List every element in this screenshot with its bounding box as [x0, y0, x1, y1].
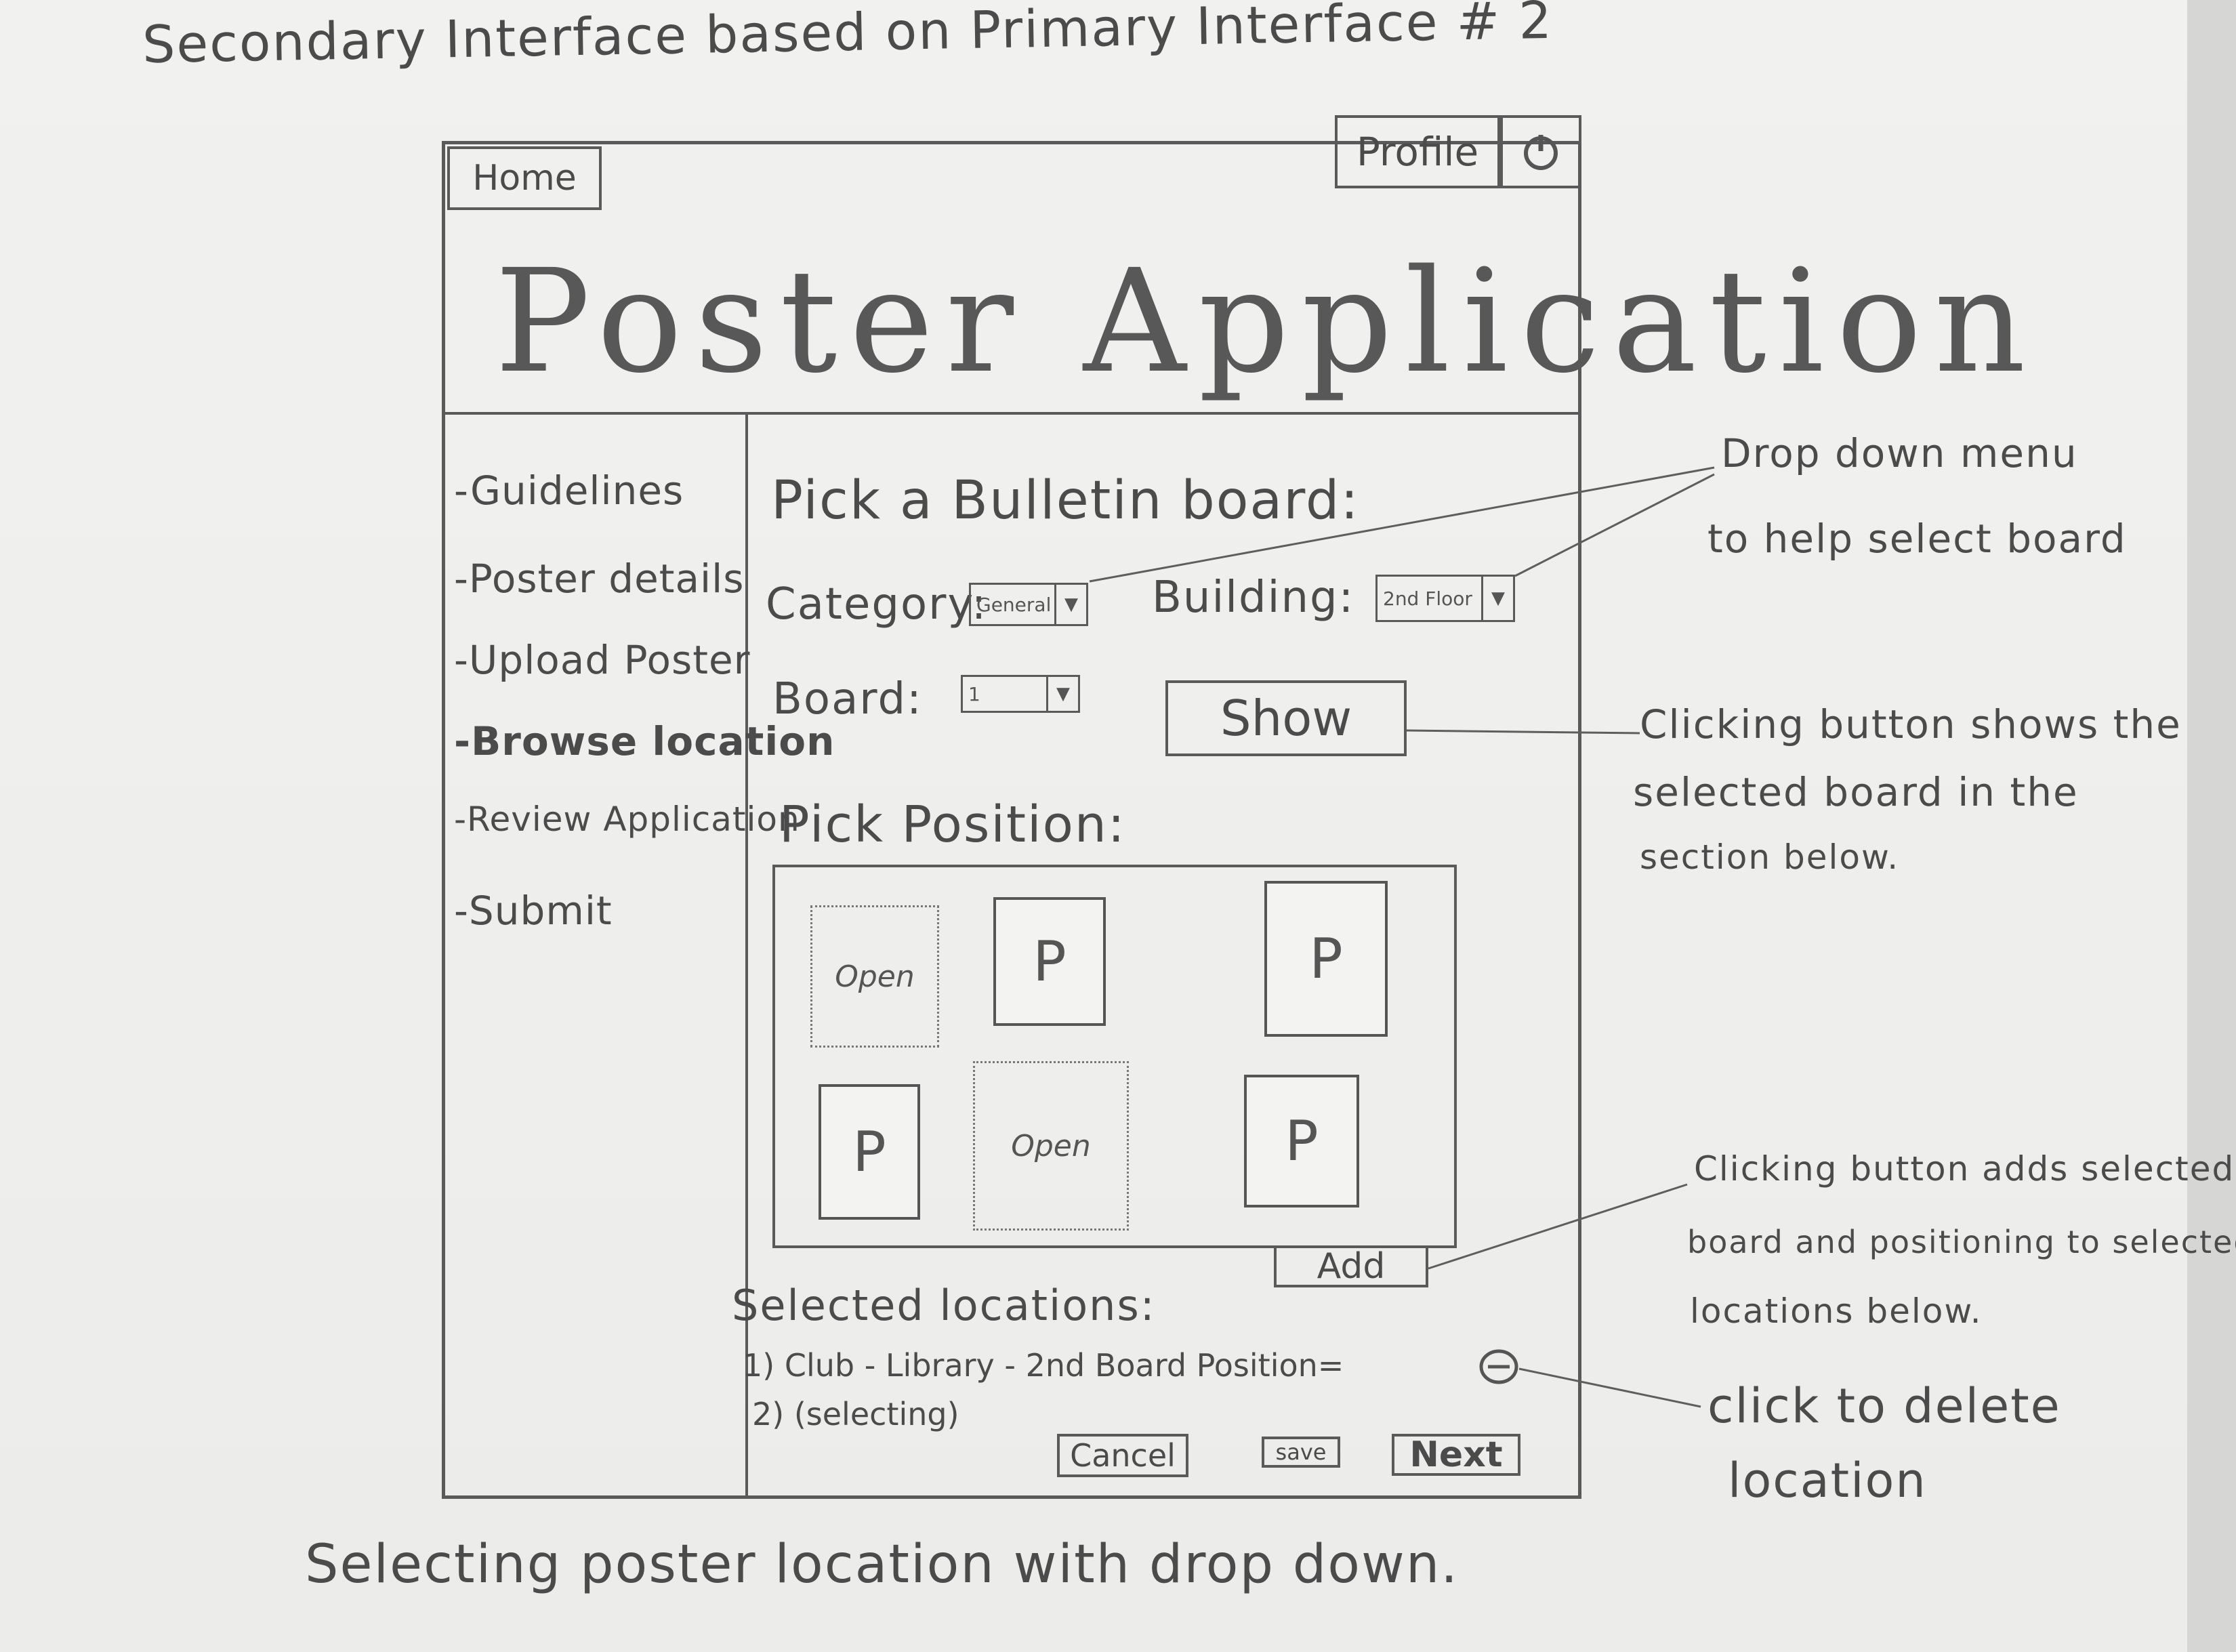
category-dropdown-value: General [976, 593, 1052, 616]
bulletin-board-preview [772, 865, 1457, 1248]
annotation-add-line1: Clicking button adds selected [1694, 1149, 2235, 1189]
selected-locations-heading: Selected locations: [732, 1281, 1156, 1330]
annotation-add-line3: locations below. [1690, 1292, 1983, 1331]
annotation-delete-line1: click to delete [1707, 1378, 2061, 1434]
board-slot-open[interactable]: Open [810, 905, 939, 1048]
annotation-delete-line2: location [1728, 1453, 1927, 1508]
sidebar-item-poster-details[interactable]: -Poster details [454, 556, 745, 602]
paper-sheet [0, 0, 2187, 1652]
annotation-dropdown-line2: to help select board [1707, 516, 2127, 562]
chevron-down-icon: ▼ [1046, 677, 1078, 711]
selected-location-item: 2) (selecting) [752, 1396, 959, 1432]
chevron-down-icon: ▼ [1481, 577, 1513, 620]
board-slot-open[interactable]: Open [973, 1061, 1129, 1231]
app-title: Poster Application [495, 239, 2038, 405]
board-slot-poster: P [993, 897, 1106, 1026]
chevron-down-icon: ▼ [1054, 585, 1086, 624]
show-button[interactable]: Show [1165, 680, 1407, 756]
category-label: Category: [766, 579, 988, 629]
bulletin-board-heading: Pick a Bulletin board: [771, 470, 1360, 531]
annotation-show-line3: section below. [1640, 838, 1900, 877]
sheet-caption: Selecting poster location with drop down… [305, 1534, 1459, 1595]
home-button[interactable]: Home [447, 146, 602, 210]
annotation-show-line1: Clicking button shows the [1640, 701, 2182, 747]
sidebar-item-guidelines[interactable]: -Guidelines [454, 468, 684, 514]
sidebar-item-browse-location[interactable]: -Browse location [454, 718, 835, 764]
title-divider [444, 412, 1579, 415]
annotation-dropdown-line1: Drop down menu [1721, 430, 2078, 476]
profile-button[interactable]: Profile [1335, 115, 1500, 188]
table-edge [2187, 0, 2236, 1652]
selected-location-item: 1) Club - Library - 2nd Board Position= [743, 1347, 1344, 1384]
annotation-show-line2: selected board in the [1633, 769, 2079, 815]
sidebar-item-submit[interactable]: -Submit [454, 888, 613, 934]
building-label: Building: [1152, 573, 1355, 623]
power-icon [1524, 135, 1558, 170]
sidebar-divider [745, 415, 748, 1499]
save-button[interactable]: save [1262, 1437, 1340, 1468]
annotation-pointers [1089, 466, 1715, 1408]
minus-circle-icon[interactable] [1478, 1348, 1519, 1385]
board-slot-poster: P [819, 1084, 920, 1220]
sidebar-item-review-application[interactable]: -Review Application [454, 800, 800, 839]
power-button[interactable] [1500, 115, 1581, 188]
sidebar-item-upload-poster[interactable]: -Upload Poster [454, 637, 751, 683]
board-dropdown-value: 1 [968, 682, 980, 705]
cancel-button[interactable]: Cancel [1057, 1434, 1188, 1477]
building-dropdown-value: 2nd Floor [1383, 587, 1472, 610]
building-dropdown[interactable]: 2nd Floor ▼ [1375, 575, 1515, 622]
mockup-frame [442, 141, 1581, 1499]
add-button[interactable]: Add [1274, 1245, 1428, 1287]
board-slot-poster: P [1264, 881, 1388, 1037]
board-dropdown[interactable]: 1 ▼ [961, 675, 1080, 713]
pick-position-heading: Pick Position: [779, 796, 1126, 854]
board-slot-poster: P [1244, 1075, 1359, 1207]
board-label: Board: [772, 674, 923, 724]
annotation-add-line2: board and positioning to selected [1687, 1224, 2236, 1260]
category-dropdown[interactable]: General ▼ [969, 583, 1088, 626]
next-button[interactable]: Next [1392, 1434, 1520, 1476]
